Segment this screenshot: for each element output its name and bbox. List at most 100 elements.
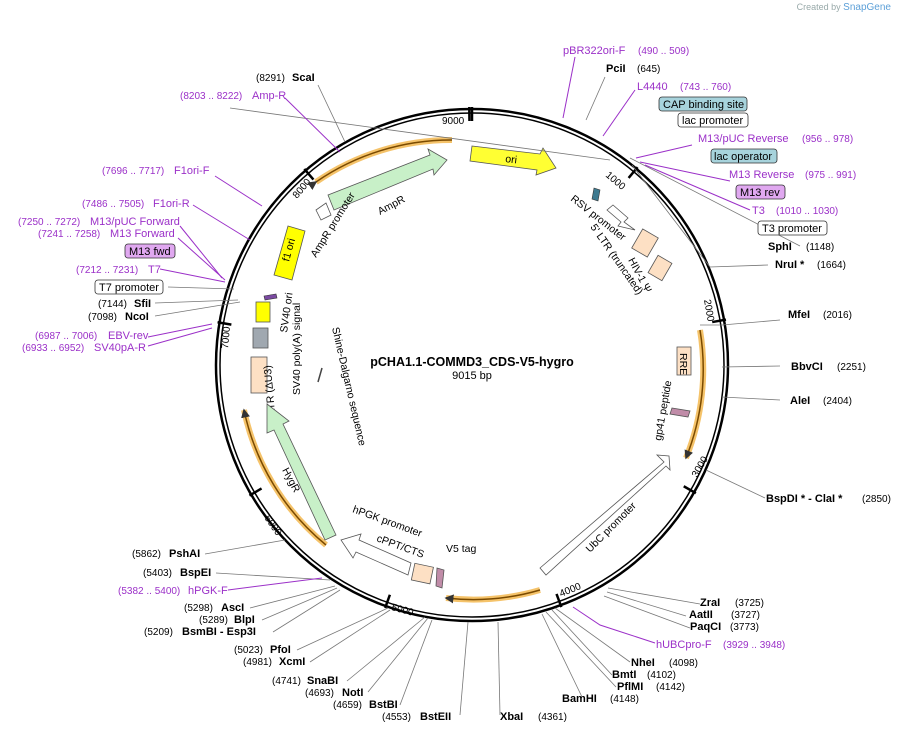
v5-tag-feature[interactable] [435, 567, 445, 589]
primer-name: Amp-R [252, 90, 286, 102]
tick-mark [711, 318, 727, 324]
rsv-promoter-feature[interactable] [606, 204, 636, 231]
enzyme-pos: (645) [637, 64, 660, 75]
primer-range: (5382 .. 5400) [118, 586, 180, 597]
enzyme-pos: (3727) [731, 610, 760, 621]
enzyme-pos: (2016) [823, 310, 852, 321]
t7-promoter-box[interactable] [94, 279, 164, 295]
enzyme-name: BstBI [369, 699, 398, 711]
enzyme-pos: (4361) [538, 712, 567, 723]
tick-mark [627, 166, 639, 179]
hpgk-promoter-feature[interactable] [340, 533, 412, 576]
lac-operator-box[interactable] [710, 148, 778, 164]
box-label: T3 promoter [762, 223, 822, 235]
enzyme-pos: (2404) [823, 396, 852, 407]
ampr-promoter-feature[interactable] [315, 202, 332, 221]
enzyme-pos: (5298) [184, 603, 213, 614]
enzyme-name: BlpI [234, 614, 255, 626]
tick-label: 9000 [442, 116, 465, 127]
hiv-psi-feature[interactable] [647, 254, 673, 282]
t3-promoter-box[interactable] [757, 220, 828, 236]
enzyme-pos: (1664) [817, 260, 846, 271]
primer-name: EBV-rev [108, 330, 149, 342]
tick-mark [383, 594, 392, 609]
t7-region-feature[interactable] [263, 293, 278, 301]
lac-promoter-box[interactable] [677, 112, 749, 128]
enzyme-name: ScaI [292, 72, 315, 84]
enzyme-pos: (4659) [333, 700, 362, 711]
tick-mark [303, 168, 315, 181]
primer-name: T7 [148, 264, 161, 276]
sv40-ori-feature[interactable] [255, 301, 271, 323]
enzyme-name: SphI [768, 241, 792, 253]
primer-labels: pBR322ori-F (490 .. 509) L4440 (743 .. 7… [18, 45, 856, 651]
rre-feature[interactable] [676, 346, 692, 376]
enzyme-name: NruI * [775, 259, 805, 271]
enzyme-name: AleI [790, 395, 810, 407]
box-label: CAP binding site [663, 99, 744, 111]
enzyme-pos: (8291) [256, 73, 285, 84]
enzyme-name: BsmBI - Esp3I [182, 626, 256, 638]
box-label: M13 rev [740, 187, 780, 199]
primer-name: hPGK-F [188, 585, 228, 597]
enzyme-name: AscI [221, 602, 244, 614]
enzyme-pos: (1148) [806, 242, 834, 253]
sv40-ori-label: SV40 ori [278, 292, 295, 334]
gp41-peptide-feature[interactable] [669, 407, 691, 418]
enzyme-name: AatII [689, 609, 713, 621]
f1-ori-label: f1 ori [280, 237, 298, 263]
cap-binding-site-box[interactable] [658, 96, 748, 112]
enzyme-name: SfiI [134, 298, 151, 310]
5-ltr-feature[interactable] [631, 228, 659, 258]
enzyme-name: NheI [631, 657, 655, 669]
hygr-feature[interactable] [266, 403, 337, 541]
enzyme-pos: (5289) [199, 615, 228, 626]
primer-name: M13 Reverse [729, 169, 794, 181]
enzyme-pos: (4741) [272, 676, 301, 687]
primer-name: M13 Forward [110, 228, 175, 240]
ampr-feature[interactable] [327, 148, 448, 211]
enzyme-pos: (5209) [144, 627, 173, 638]
enzyme-name: PaqCI [690, 621, 721, 633]
sv40-polya-label: SV40 poly(A) signal [291, 303, 303, 395]
cppt-cts-feature[interactable] [410, 562, 434, 585]
enzyme-pos: (5023) [234, 645, 263, 656]
enzyme-name: PfoI [270, 644, 291, 656]
primer-name: L4440 [637, 81, 668, 93]
tick-mark [217, 321, 232, 326]
enzyme-name: MfeI [788, 309, 810, 321]
tick-mark [555, 593, 563, 608]
primer-connector-lines [147, 56, 751, 644]
enzyme-pos: (4142) [656, 682, 685, 693]
enzyme-name: PflMI [617, 681, 643, 693]
enzyme-name: BamHI [562, 693, 597, 705]
enzyme-pos: (2251) [837, 362, 866, 373]
enzyme-pos: (4693) [305, 688, 334, 699]
primer-range: (490 .. 509) [638, 46, 689, 57]
m13-fwd-box[interactable] [124, 243, 176, 259]
enzyme-name: XcmI [279, 656, 305, 668]
m13-rev-box[interactable] [735, 184, 786, 200]
primer-range: (7241 .. 7258) [38, 229, 100, 240]
ori-label: ori [505, 153, 518, 166]
primer-range: (7696 .. 7717) [102, 166, 164, 177]
enzyme-name: ZraI [700, 597, 720, 609]
enzyme-pos: (4981) [243, 657, 272, 668]
tick-mark [683, 485, 697, 495]
ori-feature[interactable] [469, 145, 557, 176]
sv40-polya-feature[interactable] [252, 327, 269, 349]
enzyme-pos: (7098) [88, 312, 117, 323]
enzyme-name: BspDI * - ClaI * [766, 493, 843, 505]
enzyme-name: BspEI [180, 567, 211, 579]
ubc-promoter-feature[interactable] [539, 454, 671, 576]
3-ltr-feature[interactable] [250, 356, 268, 394]
rre-label: RRE [677, 353, 689, 375]
primer-name: hUBCpro-F [656, 639, 712, 651]
primer-name: T3 [752, 205, 765, 217]
lac-region-feature[interactable] [591, 187, 601, 202]
hpgk-promoter-label: hPGK promoter [351, 504, 424, 540]
f1-ori-feature[interactable] [273, 225, 306, 281]
primer-name: F1ori-R [153, 198, 190, 210]
primer-range: (975 .. 991) [805, 170, 856, 181]
